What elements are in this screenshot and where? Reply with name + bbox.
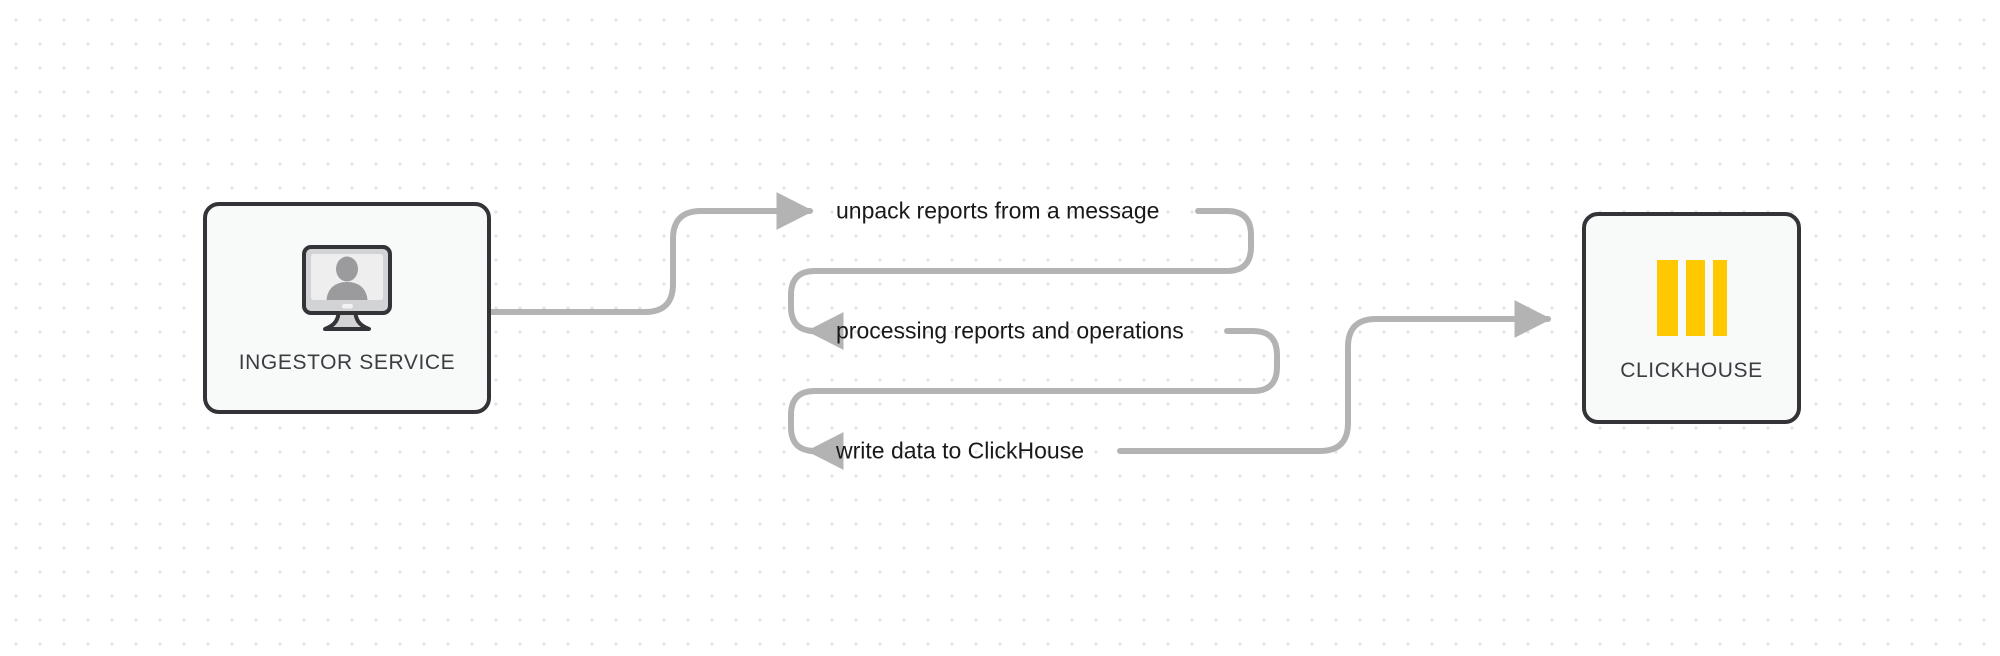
edge-label-unpack-reports: unpack reports from a message — [836, 197, 1160, 224]
edge-path-3 — [788, 328, 1280, 470]
edge-label-processing-reports: processing reports and operations — [836, 317, 1184, 344]
edge-path-1 — [488, 192, 814, 315]
node-clickhouse-label: CLICKHOUSE — [1620, 359, 1763, 382]
edge-path-2 — [788, 208, 1254, 350]
node-ingestor-service[interactable]: INGESTOR SERVICE — [203, 202, 491, 414]
node-clickhouse[interactable]: CLICKHOUSE — [1582, 212, 1801, 424]
monitor-user-icon — [292, 243, 402, 335]
edge-path-4 — [1117, 300, 1552, 454]
edge-label-write-data: write data to ClickHouse — [836, 437, 1084, 464]
node-ingestor-service-label: INGESTOR SERVICE — [238, 351, 456, 374]
clickhouse-bars-icon — [1644, 257, 1740, 339]
